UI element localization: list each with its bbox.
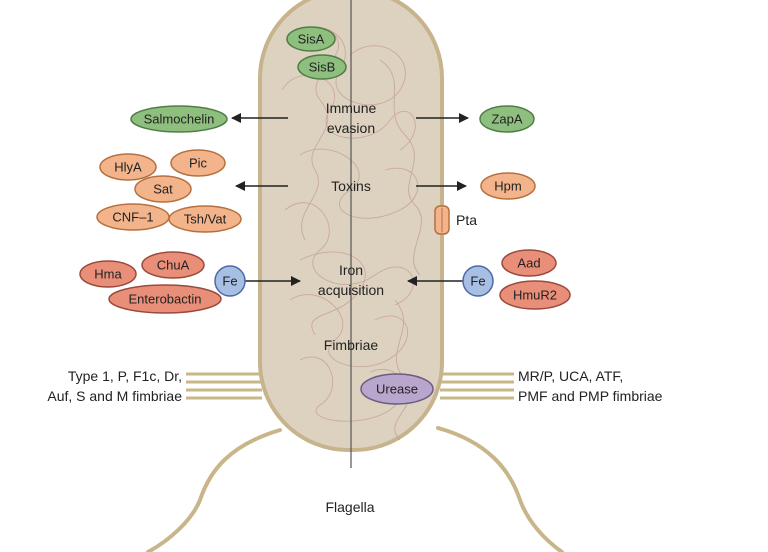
urease-badge: Urease: [360, 373, 434, 405]
iron-acquisition-label-line1: Iron: [339, 262, 363, 278]
cnf1-badge: CNF–1: [96, 203, 170, 231]
toxins-label: Toxins: [331, 178, 371, 194]
pic-text: Pic: [189, 156, 208, 171]
flagella-label: Flagella: [325, 499, 374, 515]
sisB-text: SisB: [309, 60, 336, 75]
left-fimbriae: [186, 372, 262, 400]
flagella: [146, 426, 564, 552]
immune-evasion-label-line1: Immune: [326, 100, 377, 116]
fe-right-text: Fe: [470, 274, 485, 289]
sat-badge: Sat: [134, 175, 192, 203]
hpm-text: Hpm: [494, 179, 521, 194]
left-fimbriae-label-line2: Auf, S and M fimbriae: [47, 388, 182, 404]
hma-text: Hma: [94, 267, 122, 282]
pic-badge: Pic: [170, 149, 226, 177]
urease-text: Urease: [376, 382, 418, 397]
tsh-vat-badge: Tsh/Vat: [168, 205, 242, 233]
right-fimbriae: [440, 372, 514, 400]
sisA-badge: SisA: [286, 26, 336, 52]
right-fimbriae-label-line1: MR/P, UCA, ATF,: [518, 368, 623, 384]
right-fimbriae-label-line2: PMF and PMP fimbriae: [518, 388, 663, 404]
chuA-badge: ChuA: [141, 251, 205, 279]
zapA-badge: ZapA: [479, 105, 535, 133]
hlyA-text: HlyA: [114, 160, 142, 175]
zapA-text: ZapA: [491, 112, 522, 127]
left-fimbriae-label-line1: Type 1, P, F1c, Dr,: [68, 368, 182, 384]
salmochelin-badge: Salmochelin: [130, 105, 228, 133]
sisB-badge: SisB: [297, 54, 347, 80]
fe-right-badge: Fe: [462, 265, 494, 297]
fimbriae-label: Fimbriae: [324, 337, 379, 353]
hpm-badge: Hpm: [480, 172, 536, 200]
salmochelin-text: Salmochelin: [144, 112, 215, 127]
arrows: [231, 113, 469, 286]
fe-left-text: Fe: [222, 274, 237, 289]
cnf1-text: CNF–1: [112, 210, 153, 225]
pta-label: Pta: [456, 212, 477, 228]
hma-badge: Hma: [79, 260, 137, 288]
aad-text: Aad: [517, 256, 540, 271]
fe-left-badge: Fe: [214, 265, 246, 297]
hmuR2-text: HmuR2: [513, 288, 557, 303]
tsh-vat-text: Tsh/Vat: [184, 212, 227, 227]
hlyA-badge: HlyA: [99, 153, 157, 181]
chuA-text: ChuA: [157, 258, 190, 273]
hmuR2-badge: HmuR2: [499, 280, 571, 310]
pta-pore: [434, 205, 450, 235]
enterobactin-text: Enterobactin: [129, 292, 202, 307]
immune-evasion-label-line2: evasion: [327, 120, 375, 136]
aad-badge: Aad: [501, 249, 557, 277]
iron-acquisition-label-line2: acquisition: [318, 282, 384, 298]
enterobactin-badge: Enterobactin: [108, 284, 222, 314]
sisA-text: SisA: [298, 32, 325, 47]
sat-text: Sat: [153, 182, 173, 197]
